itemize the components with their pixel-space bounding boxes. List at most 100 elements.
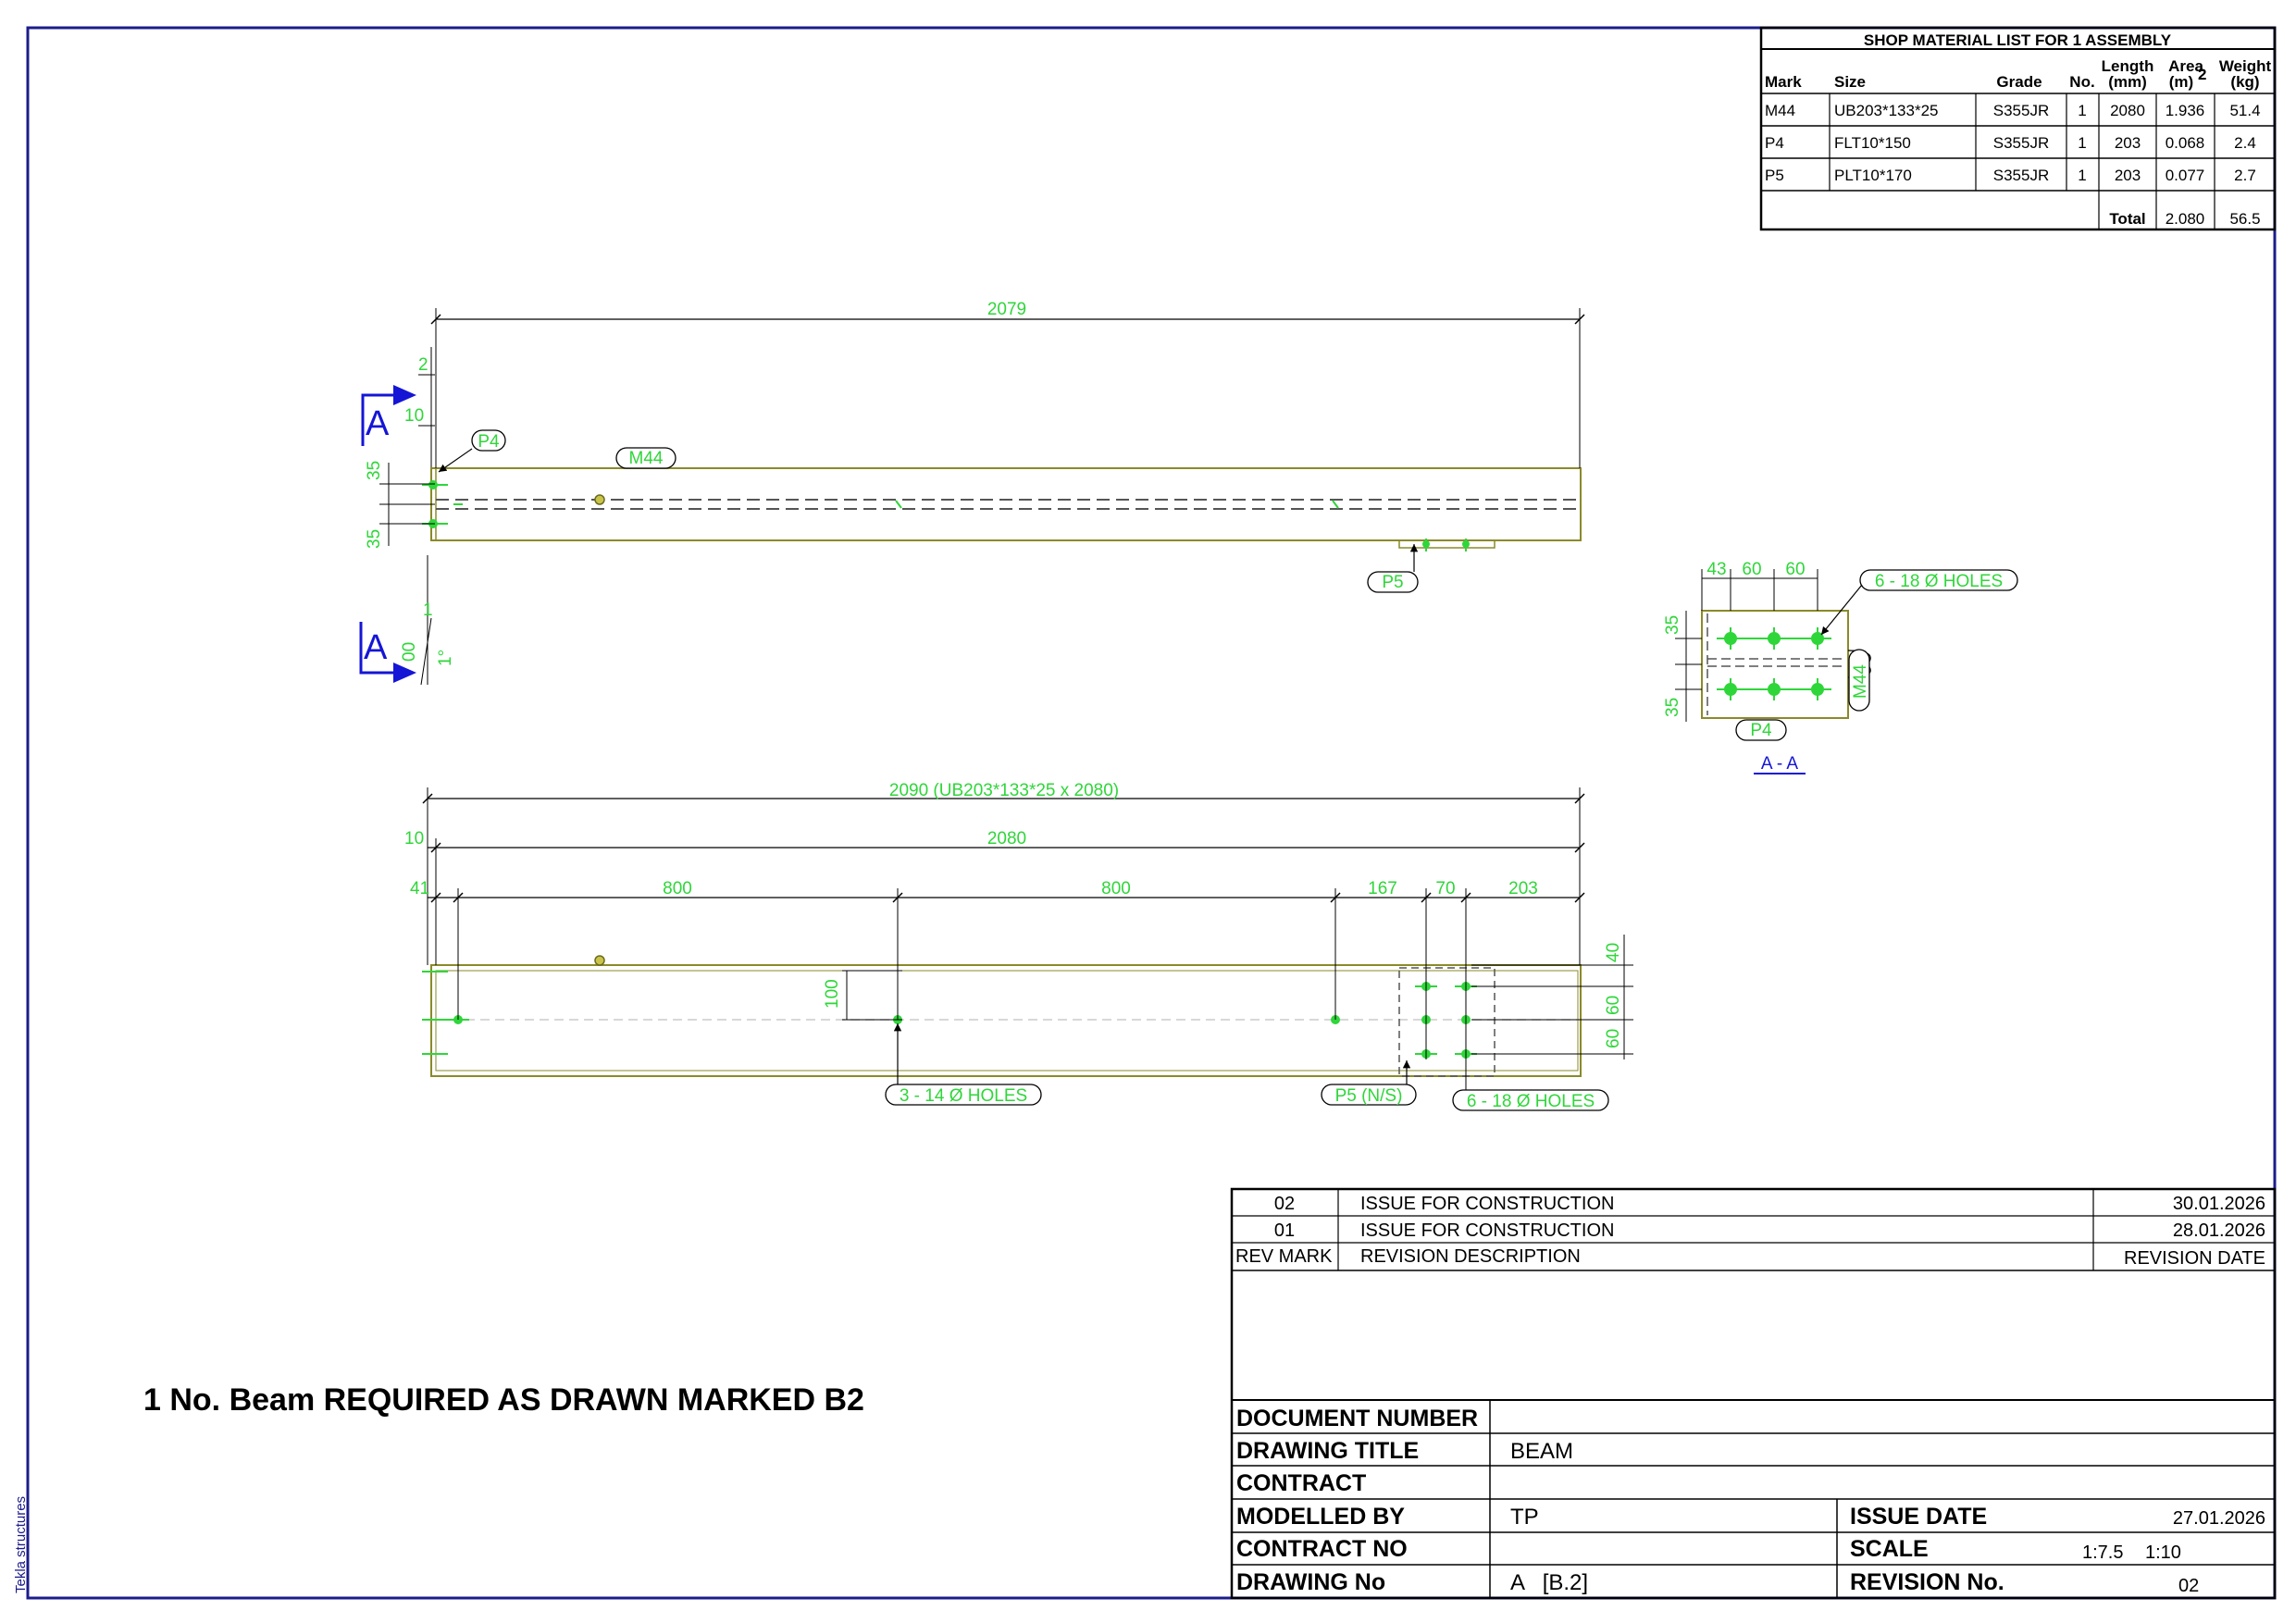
assembly-note: 1 No. Beam REQUIRED AS DRAWN MARKED B2 xyxy=(143,1382,864,1418)
svg-text:1: 1 xyxy=(2078,134,2086,152)
dim-35-b: 35 xyxy=(365,529,384,549)
dim-2: 2 xyxy=(418,355,428,375)
svg-text:P5: P5 xyxy=(1765,167,1784,184)
svg-text:28.01.2026: 28.01.2026 xyxy=(2173,1220,2265,1241)
issue-date-label: ISSUE DATE xyxy=(1850,1504,1987,1530)
scale-label: SCALE xyxy=(1850,1536,1929,1562)
label-p4-section: P4 xyxy=(1750,721,1772,740)
table-row: P5 PLT10*170 S355JR 1 203 0.077 2.7 xyxy=(1765,167,2256,184)
section-letter-bottom: A xyxy=(364,628,388,667)
dim-10-bottom: 10 xyxy=(404,829,424,849)
section-view-aa: 43 60 60 35 35 6 - 18 Ø HOLES P4 M44 A -… xyxy=(1663,560,2018,774)
svg-text:0.077: 0.077 xyxy=(2166,167,2205,184)
header-mark: Mark xyxy=(1765,73,1802,91)
header-area-unit: (m) xyxy=(2169,73,2193,91)
svg-text:UB203*133*25: UB203*133*25 xyxy=(1834,102,1938,119)
section-marker-bottom: A xyxy=(359,622,416,683)
svg-text:1.936: 1.936 xyxy=(2166,102,2205,119)
svg-text:1: 1 xyxy=(2078,102,2086,119)
drawing-title-label: DRAWING TITLE xyxy=(1236,1438,1419,1464)
svg-text:S355JR: S355JR xyxy=(1993,134,2049,152)
section-marker-top: A xyxy=(361,385,416,446)
doc-number-label: DOCUMENT NUMBER xyxy=(1236,1406,1478,1431)
dim-angle: 1° xyxy=(436,650,455,666)
dim-167: 167 xyxy=(1368,879,1397,898)
svg-text:2.7: 2.7 xyxy=(2234,167,2256,184)
table-row: 02 ISSUE FOR CONSTRUCTION 30.01.2026 xyxy=(1274,1194,2265,1214)
header-weight-unit: (kg) xyxy=(2230,73,2259,91)
svg-text:2.4: 2.4 xyxy=(2234,134,2256,152)
svg-text:P4: P4 xyxy=(1765,134,1784,152)
sheet-border xyxy=(26,26,2277,1600)
dim-overall-bottom: 2090 (UB203*133*25 x 2080) xyxy=(889,781,1119,800)
label-p5-ns: P5 (N/S) xyxy=(1335,1086,1403,1106)
svg-text:1: 1 xyxy=(2078,167,2086,184)
label-holes-14: 3 - 14 Ø HOLES xyxy=(900,1086,1027,1106)
dim-40: 40 xyxy=(1604,943,1623,962)
section-letter-top: A xyxy=(366,404,390,443)
side-label: Tekla structures xyxy=(13,1496,29,1593)
header-grade: Grade xyxy=(1996,73,2042,91)
svg-text:203: 203 xyxy=(2115,167,2141,184)
issue-date-value: 27.01.2026 xyxy=(2173,1508,2265,1529)
dim-60-a: 60 xyxy=(1604,996,1623,1015)
svg-text:ISSUE FOR CONSTRUCTION: ISSUE FOR CONSTRUCTION xyxy=(1360,1220,1614,1241)
title-block: DOCUMENT NUMBER DRAWING TITLE BEAM CONTR… xyxy=(1232,1399,2275,1598)
dim-203: 203 xyxy=(1508,879,1538,898)
svg-text:203: 203 xyxy=(2115,134,2141,152)
dim-100: 100 xyxy=(823,979,842,1009)
svg-text:0.068: 0.068 xyxy=(2166,134,2205,152)
dim-35-sec-a: 35 xyxy=(1663,615,1682,635)
scale-value-1: 1:7.5 xyxy=(2082,1542,2123,1563)
svg-text:2080: 2080 xyxy=(2110,102,2145,119)
total-weight: 56.5 xyxy=(2229,210,2260,228)
header-area: Area xyxy=(2168,57,2203,75)
revision-head-date: REVISION DATE xyxy=(2124,1248,2265,1269)
dim-10-top: 10 xyxy=(404,406,424,426)
dim-70: 70 xyxy=(1435,879,1455,898)
svg-text:S355JR: S355JR xyxy=(1993,167,2049,184)
label-p4-top: P4 xyxy=(478,432,500,452)
svg-text:01: 01 xyxy=(1274,1220,1295,1241)
svg-text:51.4: 51.4 xyxy=(2229,102,2260,119)
plate-p5-bottom xyxy=(1398,967,1496,1077)
dim-2080: 2080 xyxy=(987,829,1026,849)
dim-43: 43 xyxy=(1706,560,1726,579)
label-m44-top: M44 xyxy=(629,449,664,468)
table-row: M44 UB203*133*25 S355JR 1 2080 1.936 51.… xyxy=(1765,102,2261,119)
header-length-unit: (mm) xyxy=(2108,73,2147,91)
modelled-by-label: MODELLED BY xyxy=(1236,1504,1405,1530)
header-area-sup: 2 xyxy=(2198,66,2206,83)
section-title: A - A xyxy=(1761,754,1798,774)
contract-no-label: CONTRACT NO xyxy=(1236,1536,1408,1562)
svg-text:02: 02 xyxy=(1274,1194,1295,1214)
section-plate-outline xyxy=(1701,610,1849,719)
header-length: Length xyxy=(2102,57,2154,75)
contract-label: CONTRACT xyxy=(1236,1470,1366,1496)
svg-text:PLT10*170: PLT10*170 xyxy=(1834,167,1912,184)
dim-60-b: 60 xyxy=(1604,1029,1623,1048)
svg-text:S355JR: S355JR xyxy=(1993,102,2049,119)
svg-text:M44: M44 xyxy=(1765,102,1795,119)
dim-60-sec-a: 60 xyxy=(1742,560,1761,579)
drawing-no-value: A [B.2] xyxy=(1510,1570,1588,1595)
revision-head-desc: REVISION DESCRIPTION xyxy=(1360,1246,1581,1267)
table-row: 01 ISSUE FOR CONSTRUCTION 28.01.2026 xyxy=(1274,1220,2265,1241)
modelled-by-value: TP xyxy=(1510,1505,1539,1530)
weld-symbol xyxy=(594,955,605,966)
drawing-no-label: DRAWING No xyxy=(1236,1569,1385,1595)
material-list-title: SHOP MATERIAL LIST FOR 1 ASSEMBLY xyxy=(1864,31,2172,49)
dim-35-a: 35 xyxy=(365,461,384,480)
dim-60-sec-b: 60 xyxy=(1785,560,1805,579)
beam-outline-bottom xyxy=(430,964,1582,1077)
total-area: 2.080 xyxy=(2166,210,2205,228)
scale-value-2: 1:10 xyxy=(2145,1542,2181,1563)
label-m44-section: M44 xyxy=(1851,664,1870,699)
weld-symbol xyxy=(594,494,605,505)
table-row: P4 FLT10*150 S355JR 1 203 0.068 2.4 xyxy=(1765,134,2256,152)
beam-outline-top xyxy=(430,467,1582,541)
header-size: Size xyxy=(1834,73,1866,91)
dim-00: 00 xyxy=(400,642,419,662)
bottom-view: 2090 (UB203*133*25 x 2080) 10 2080 41 80… xyxy=(404,781,1633,1111)
